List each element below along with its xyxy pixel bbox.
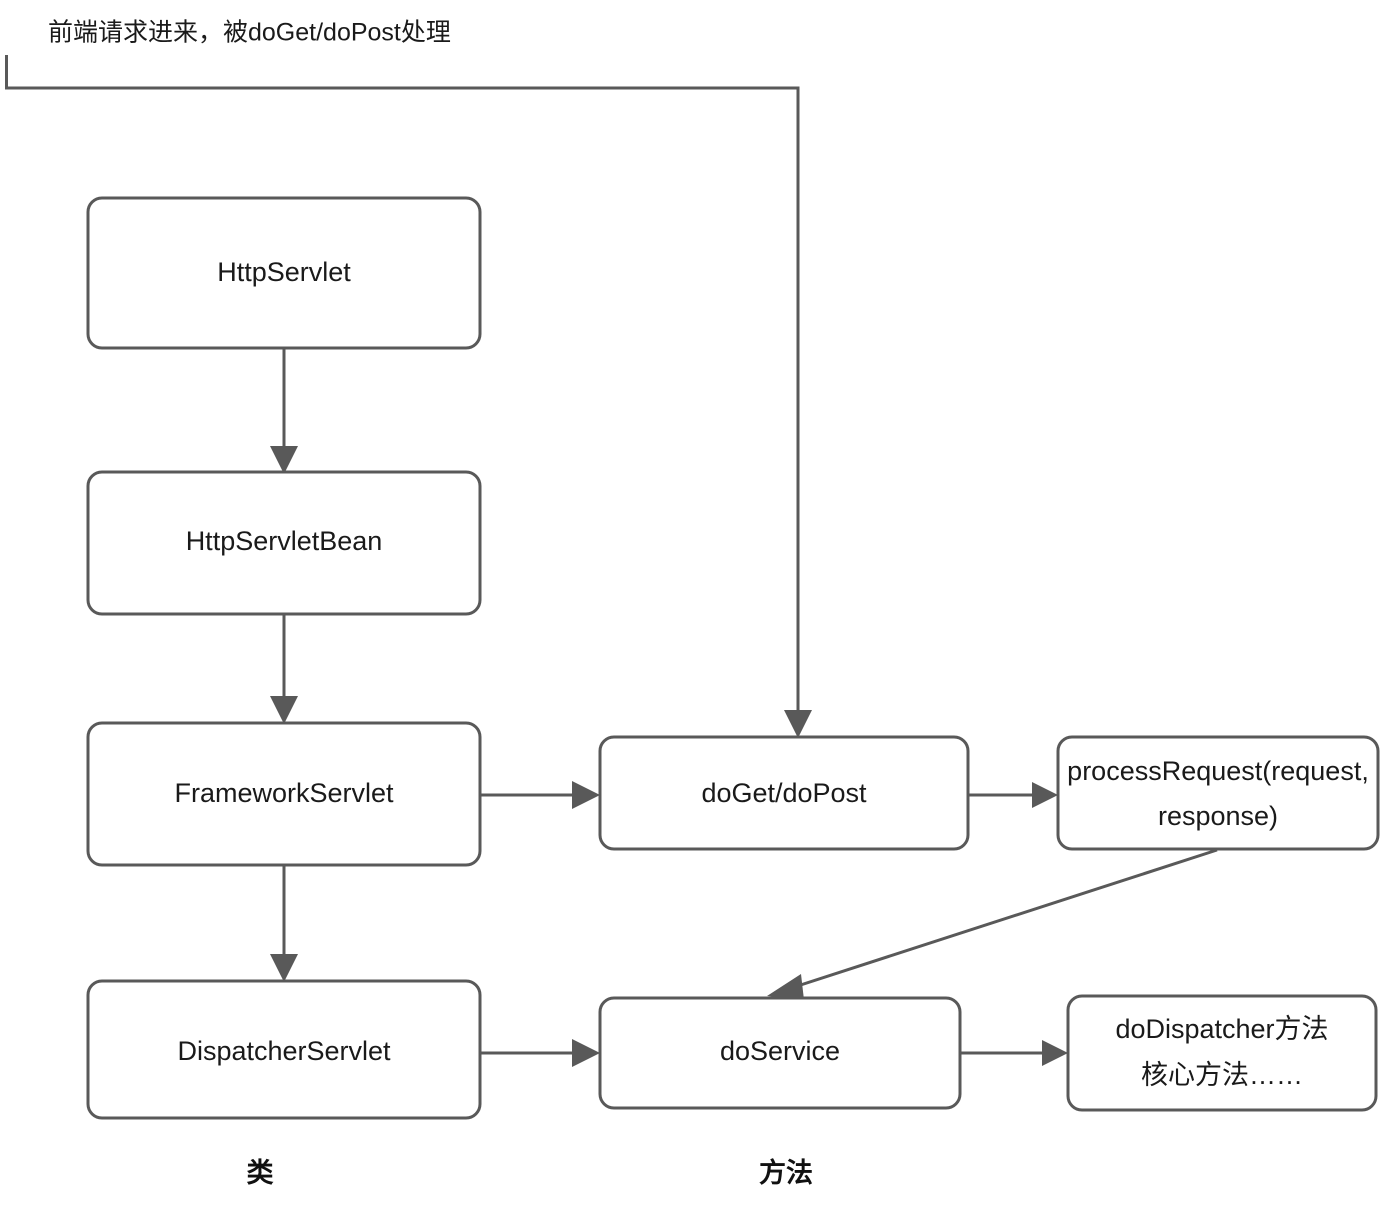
- column-label-methods: 方法: [759, 1157, 813, 1188]
- node-framework-servlet-label: FrameworkServlet: [174, 778, 394, 808]
- node-http-servlet[interactable]: HttpServlet: [86, 196, 482, 350]
- arrow-head-request-entry: [784, 710, 812, 738]
- node-do-service-label: doService: [720, 1036, 840, 1066]
- arrow-head-framework-doget: [572, 781, 600, 809]
- node-process-request-label-line2: response): [1158, 801, 1278, 831]
- edge-processrequest-to-doservice: [767, 848, 1218, 1000]
- node-http-servlet-bean-box[interactable]: [86, 470, 482, 616]
- arrow-head-framework-dispatcher: [270, 954, 298, 982]
- node-process-request-label-line1: processRequest(request,: [1067, 756, 1369, 786]
- arrow-head-dispatcher-doservice: [572, 1039, 600, 1067]
- edge-frameworkservlet-to-doget: [480, 781, 600, 809]
- node-process-request-box[interactable]: [1056, 735, 1380, 851]
- node-do-dispatcher-label-line1: doDispatcher方法: [1115, 1014, 1328, 1044]
- node-do-get-do-post-label: doGet/doPost: [701, 778, 867, 808]
- node-do-dispatcher[interactable]: doDispatcher方法 核心方法……: [1066, 994, 1378, 1112]
- node-do-service[interactable]: doService: [598, 996, 962, 1110]
- edge-httpservlet-to-httpservletbean: [270, 347, 298, 474]
- node-framework-servlet[interactable]: FrameworkServlet: [86, 721, 482, 867]
- node-framework-servlet-box[interactable]: [86, 721, 482, 867]
- edge-doservice-to-dodispatcher: [960, 1040, 1068, 1066]
- edge-line-request-entry: [5, 55, 800, 722]
- edge-httpservletbean-to-frameworkservlet: [270, 613, 298, 724]
- node-http-servlet-bean-label: HttpServletBean: [186, 526, 383, 556]
- node-process-request[interactable]: processRequest(request, response): [1056, 735, 1380, 851]
- node-dispatcher-servlet[interactable]: DispatcherServlet: [86, 979, 482, 1120]
- edge-dispatcherservlet-to-doservice: [480, 1039, 600, 1067]
- column-label-classes: 类: [247, 1158, 274, 1188]
- node-do-dispatcher-box[interactable]: [1066, 994, 1378, 1112]
- node-http-servlet-bean[interactable]: HttpServletBean: [86, 470, 482, 616]
- arrow-head-doget-processrequest: [1032, 782, 1058, 808]
- arrow-head-doservice-dodispatcher: [1042, 1040, 1068, 1066]
- caption-label: 前端请求进来，被doGet/doPost处理: [48, 19, 451, 47]
- arrow-head-httpservlet-bean: [270, 446, 298, 474]
- edge-line-processrequest-doservice: [781, 848, 1218, 993]
- node-dispatcher-servlet-box[interactable]: [86, 979, 482, 1120]
- node-do-get-do-post-box[interactable]: [598, 735, 970, 851]
- arrow-head-bean-framework: [270, 696, 298, 724]
- node-dispatcher-servlet-label: DispatcherServlet: [177, 1036, 391, 1066]
- edge-doget-to-processrequest: [968, 782, 1058, 808]
- edge-frameworkservlet-to-dispatcherservlet: [270, 864, 298, 982]
- arrow-head-processrequest-doservice: [767, 974, 804, 1000]
- node-do-dispatcher-label-line2: 核心方法……: [1141, 1060, 1303, 1090]
- edge-request-entry-to-doget: [5, 55, 812, 738]
- node-http-servlet-label: HttpServlet: [217, 257, 351, 287]
- node-do-service-box[interactable]: [598, 996, 962, 1110]
- node-http-servlet-box[interactable]: [86, 196, 482, 350]
- node-do-get-do-post[interactable]: doGet/doPost: [598, 735, 970, 851]
